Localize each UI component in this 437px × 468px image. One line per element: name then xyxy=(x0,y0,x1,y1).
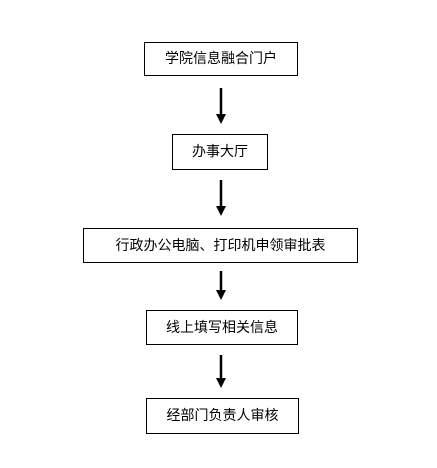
flow-step-portal: 学院信息融合门户 xyxy=(144,42,298,76)
flow-step-fill-online: 线上填写相关信息 xyxy=(146,310,298,345)
flow-step-label: 学院信息融合门户 xyxy=(165,51,277,67)
flow-step-label: 办事大厅 xyxy=(192,144,248,160)
flow-step-department-review: 经部门负责人审核 xyxy=(146,398,299,434)
arrow-down-icon xyxy=(215,271,227,300)
flow-step-label: 经部门负责人审核 xyxy=(166,408,279,424)
arrow-down-icon xyxy=(215,88,227,124)
flow-step-label: 行政办公电脑、打印机申领审批表 xyxy=(115,237,326,254)
arrow-down-icon xyxy=(215,180,227,216)
flow-step-service-hall: 办事大厅 xyxy=(172,134,268,170)
arrow-down-icon xyxy=(215,355,227,388)
flow-step-label: 线上填写相关信息 xyxy=(166,319,278,336)
flow-step-approval-form: 行政办公电脑、打印机申领审批表 xyxy=(83,228,358,263)
